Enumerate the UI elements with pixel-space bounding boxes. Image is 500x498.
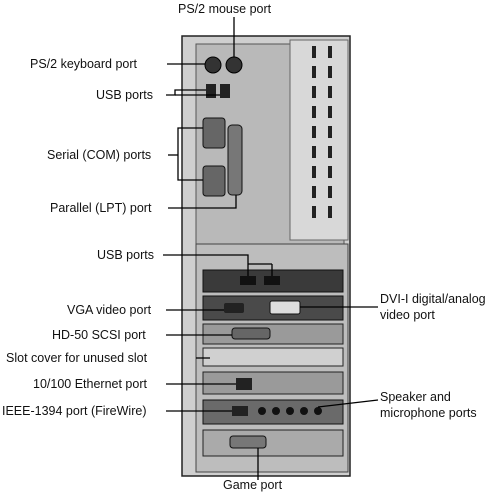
audio-jacks (258, 407, 322, 415)
ethernet-port-shape (236, 378, 252, 390)
serial-port-1 (202, 117, 226, 149)
label-usb-ports-top: USB ports (96, 88, 153, 102)
label-slot-cover: Slot cover for unused slot (6, 351, 148, 365)
label-serial-ports: Serial (COM) ports (47, 148, 152, 162)
usb-card-port-2 (264, 276, 280, 285)
vga-port-shape (224, 303, 244, 313)
usb-top-port-1 (206, 84, 216, 98)
ps2-keyboard-port-shape (204, 56, 222, 74)
scsi-port-shape (231, 327, 271, 340)
label-parallel-port: Parallel (LPT) port (50, 201, 152, 215)
label-game-port: Game port (223, 478, 283, 492)
vent-panel (289, 39, 349, 241)
label-ethernet-port: 10/100 Ethernet port (33, 377, 147, 391)
vent-slots (312, 46, 332, 218)
firewire-port-shape (232, 406, 248, 416)
label-speaker-line2: microphone ports (380, 406, 477, 420)
label-vga-port: VGA video port (67, 303, 152, 317)
label-firewire-port: IEEE-1394 port (FireWire) (2, 404, 147, 418)
label-ps2-keyboard-port: PS/2 keyboard port (30, 57, 138, 71)
usb-top-port-2 (220, 84, 230, 98)
leader-lines (163, 17, 379, 480)
usb-card-port-1 (240, 276, 256, 285)
game-port-shape (229, 435, 267, 449)
label-dvi-port-line2: video port (380, 308, 435, 322)
dvi-port-shape (269, 300, 301, 315)
label-dvi-port-line1: DVI-I digital/analog (380, 292, 486, 306)
label-scsi-port: HD-50 SCSI port (52, 328, 146, 342)
serial-port-2 (202, 165, 226, 197)
parallel-port-shape (227, 124, 243, 196)
label-ps2-mouse-port: PS/2 mouse port (178, 2, 272, 16)
ps2-mouse-port-shape (225, 56, 243, 74)
label-speaker-line1: Speaker and (380, 390, 451, 404)
label-usb-ports-card: USB ports (97, 248, 154, 262)
